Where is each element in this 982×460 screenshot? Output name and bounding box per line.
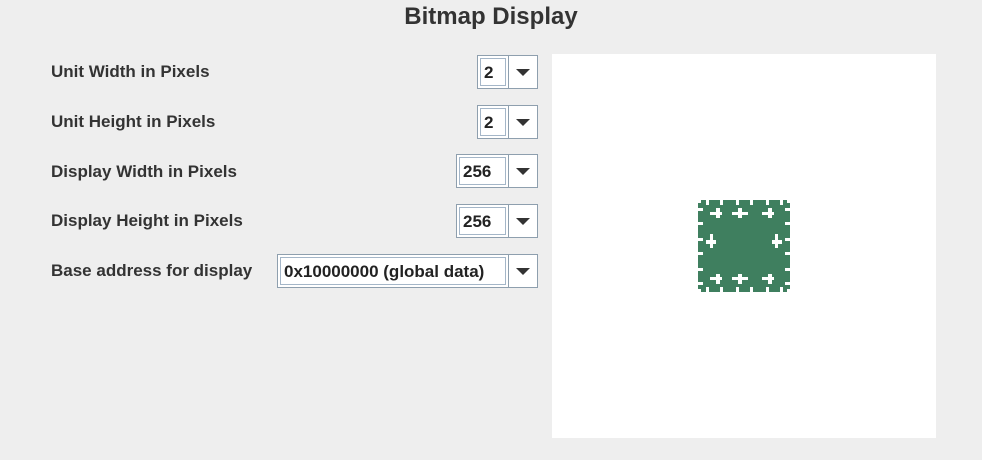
pattern-notch [762, 212, 774, 215]
pattern-notch [736, 287, 739, 292]
pattern-notch [698, 289, 701, 292]
unit-height-value[interactable]: 2 [480, 108, 506, 136]
display-height-select[interactable]: 256 [456, 204, 538, 238]
pattern-notch [732, 277, 748, 280]
pattern-notch [787, 289, 790, 292]
chevron-down-icon [516, 167, 530, 175]
pattern-notch [698, 208, 703, 211]
bitmap-pattern [698, 200, 790, 292]
display-height-value[interactable]: 256 [459, 207, 506, 235]
pattern-notch [785, 282, 790, 285]
unit-height-dropdown-button[interactable] [508, 106, 537, 138]
chevron-down-icon [516, 217, 530, 225]
pattern-notch [698, 282, 703, 285]
pattern-notch [780, 287, 783, 292]
pattern-notch [720, 200, 723, 205]
pattern-notch [750, 200, 753, 205]
pattern-notch [750, 287, 753, 292]
pattern-notch [698, 222, 703, 225]
pattern-notch [775, 234, 778, 248]
pattern-notch [710, 277, 722, 280]
unit-width-dropdown-button[interactable] [508, 56, 537, 88]
bitmap-canvas [552, 54, 936, 438]
pattern-notch [706, 287, 709, 292]
display-width-label: Display Width in Pixels [51, 162, 237, 181]
pattern-center [720, 222, 768, 270]
pattern-notch [785, 252, 790, 255]
pattern-notch [698, 252, 703, 255]
pattern-notch [732, 212, 748, 215]
pattern-notch [710, 212, 722, 215]
display-height-label: Display Height in Pixels [51, 211, 243, 230]
display-width-dropdown-button[interactable] [508, 155, 537, 187]
pattern-notch [785, 268, 790, 271]
chevron-down-icon [516, 267, 530, 275]
pattern-notch [698, 268, 703, 271]
display-width-select[interactable]: 256 [456, 154, 538, 188]
pattern-notch [698, 200, 701, 203]
pattern-notch [766, 200, 769, 205]
display-width-value[interactable]: 256 [459, 157, 506, 185]
unit-height-select[interactable]: 2 [477, 105, 538, 139]
pattern-notch [785, 222, 790, 225]
window-title: Bitmap Display [404, 3, 578, 30]
pattern-notch [710, 234, 713, 248]
display-height-dropdown-button[interactable] [508, 205, 537, 237]
unit-width-label: Unit Width in Pixels [51, 62, 210, 81]
pattern-notch [785, 208, 790, 211]
pattern-notch [787, 200, 790, 203]
pattern-notch [698, 238, 703, 241]
pattern-notch [706, 200, 709, 205]
pattern-notch [720, 287, 723, 292]
unit-width-select[interactable]: 2 [477, 55, 538, 89]
unit-height-label: Unit Height in Pixels [51, 112, 216, 131]
pattern-notch [785, 238, 790, 241]
chevron-down-icon [516, 68, 530, 76]
base-address-dropdown-button[interactable] [508, 255, 537, 287]
chevron-down-icon [516, 118, 530, 126]
unit-width-value[interactable]: 2 [480, 58, 506, 86]
base-address-label: Base address for display [51, 261, 253, 280]
pattern-notch [762, 277, 774, 280]
base-address-select[interactable]: 0x10000000 (global data) [277, 254, 538, 288]
pattern-notch [736, 200, 739, 205]
base-address-value[interactable]: 0x10000000 (global data) [280, 257, 506, 285]
pattern-notch [780, 200, 783, 205]
pattern-notch [766, 287, 769, 292]
